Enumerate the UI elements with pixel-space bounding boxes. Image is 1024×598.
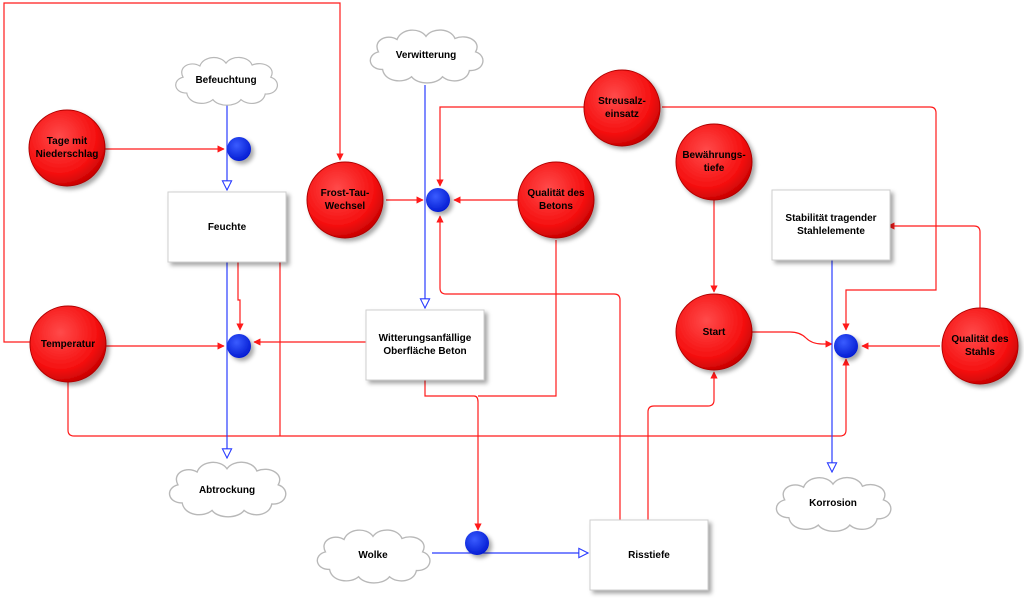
stock-risstiefe-label: Risstiefe [628,549,670,561]
aux-bewehrung-circle[interactable] [675,123,753,201]
cloud-befeuchtung-label: Befeuchtung [195,74,257,86]
aux-frost-label: Frost-Tau- Wechsel [320,188,370,212]
aux-qstahl-circle[interactable] [941,307,1019,385]
aux-qbeton-circle[interactable] [517,161,595,239]
valve-wolke[interactable] [465,531,489,555]
aux-bewehrung-label: Bewährungs- tiefe [682,150,746,174]
stock-feuchte-box[interactable] [167,191,287,263]
cloud-korrosion-label: Korrosion [809,497,857,509]
cloud-wolke-label: Wolke [358,549,388,561]
aux-start-circle[interactable] [675,293,753,371]
aux-start-label: Start [702,326,726,338]
link-temperatur-to-frost [3,2,344,343]
aux-temperatur-label: Temperatur [40,338,96,350]
valve-befeuchtung[interactable] [227,137,251,161]
stock-feuchte-label: Feuchte [207,221,247,233]
aux-streusalz-circle[interactable] [583,69,661,147]
information-links [3,2,981,531]
aux-temperatur-circle[interactable] [29,305,107,383]
link-risstiefe-to-start [647,371,718,520]
aux-streusalz-label: Streusalz- einsatz [598,96,646,120]
link-streusalz-to-verwitterung-valve [436,106,585,187]
link-start-to-korrosion-valve [752,331,833,348]
link-qstahl-to-stabilitaet [887,222,981,308]
valve-abtrockung[interactable] [227,334,251,358]
stock-stabil-box[interactable] [771,189,891,261]
link-qbeton-to-wolke-valve [478,240,557,397]
stock-stabil-label: Stabilität tragender Stahlelemente [785,213,877,237]
aux-frost-circle[interactable] [306,161,384,239]
stock-witterung-box[interactable] [365,309,485,381]
aux-qbeton-label: Qualität des Betons [527,188,585,212]
link-risstiefe-to-verwitterung-valve [436,215,621,520]
cloud-verwitterung-label: Verwitterung [395,49,457,61]
cloud-abtrockung-label: Abtrockung [198,484,256,496]
link-streusalz-to-korrosion-valve [662,106,937,331]
valve-korrosion[interactable] [834,334,858,358]
link-temperatur-to-korrosion-valve [67,358,850,437]
aux-tage-circle[interactable] [28,109,106,187]
flow-lines [227,85,832,553]
aux-tage-label: Tage mit Niederschlag [35,136,99,160]
link-witterung-to-wolke-valve [424,380,482,531]
valve-verwitterung[interactable] [426,188,450,212]
stock-risstiefe-box[interactable] [589,519,709,591]
aux-qstahl-label: Qualität des Stahls [951,334,1009,358]
link-feuchte-to-abtrockung-valve [236,260,244,331]
stock-witterung-label: Witterungsanfällige Oberfläche Beton [378,333,472,357]
